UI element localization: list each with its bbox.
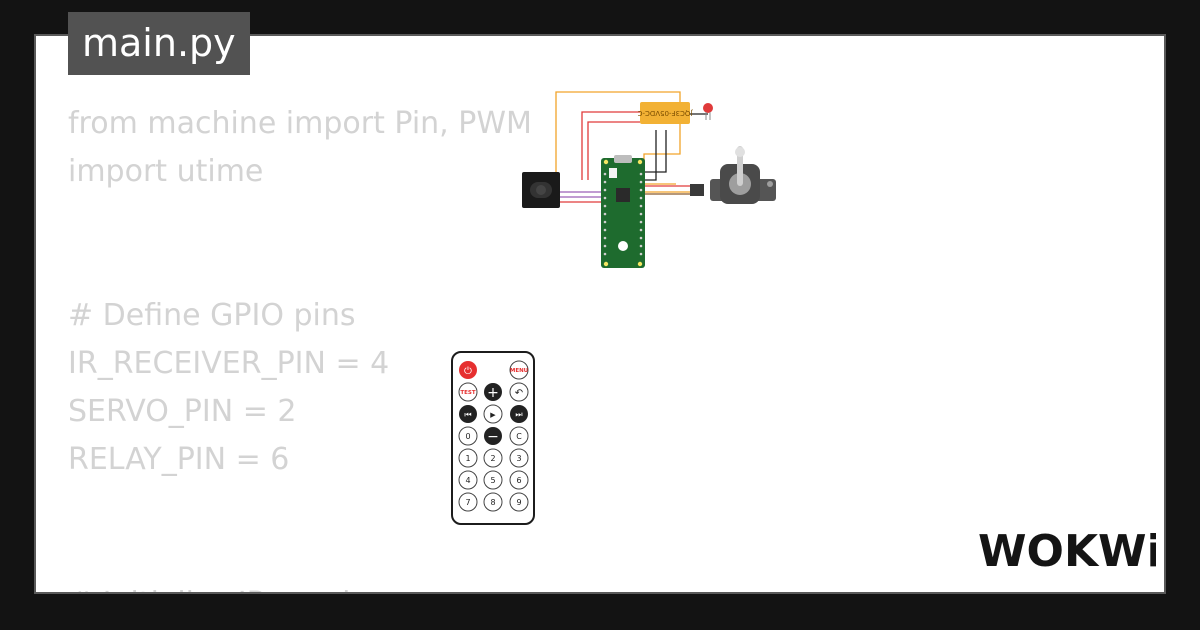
svg-text:↶: ↶ <box>515 388 523 399</box>
code-line <box>68 244 532 292</box>
remote-power-button[interactable]: ⏻ <box>459 361 477 379</box>
file-name-tab: main.py <box>68 12 250 75</box>
svg-text:TEST: TEST <box>460 390 475 396</box>
svg-text:6: 6 <box>516 476 521 485</box>
svg-text:C: C <box>516 432 522 441</box>
remote-digit-4-button[interactable]: 4 <box>458 470 478 490</box>
ir-receiver <box>522 172 560 208</box>
code-preview: from machine import Pin, PWM import utime… <box>68 100 532 592</box>
code-line <box>68 532 532 580</box>
remote-digit-1-button[interactable]: 1 <box>458 448 478 468</box>
remote-prev-button[interactable]: ⏮ <box>459 405 477 423</box>
servo-connector <box>690 184 704 196</box>
svg-text:5: 5 <box>490 476 495 485</box>
code-line: SERVO_PIN = 2 <box>68 394 297 429</box>
remote-digit-3-button[interactable]: 3 <box>509 448 529 468</box>
svg-text:▶: ▶ <box>490 411 496 419</box>
wokwi-logo-text: WOKWi <box>978 526 1156 577</box>
remote-menu-button[interactable]: MENU <box>509 360 529 380</box>
wokwi-logo: WOKWi <box>978 526 1156 577</box>
raspberry-logo-icon <box>618 241 628 251</box>
svg-text:9: 9 <box>516 498 521 507</box>
ir-remote: ⏻ MENU TEST + ↶ ⏮ <box>451 351 535 525</box>
remote-digit-8-button[interactable]: 8 <box>483 492 503 512</box>
code-line: IR_RECEIVER_PIN = 4 <box>68 346 390 381</box>
code-line: # Initialize IR receiver <box>68 580 532 592</box>
remote-digit-5-button[interactable]: 5 <box>483 470 503 490</box>
remote-clear-button[interactable]: C <box>509 426 529 446</box>
svg-text:4: 4 <box>465 476 470 485</box>
raspberry-pi-pico <box>601 155 645 268</box>
remote-digit-2-button[interactable]: 2 <box>483 448 503 468</box>
circuit-diagram: JQC3F-05VDC-C <box>522 91 776 268</box>
remote-back-button[interactable]: ↶ <box>509 382 529 402</box>
code-line: from machine import Pin, PWM <box>68 106 532 141</box>
svg-text:⏮: ⏮ <box>464 410 471 419</box>
remote-plus-button[interactable]: + <box>484 383 502 401</box>
remote-next-button[interactable]: ⏭ <box>510 405 528 423</box>
remote-play-button[interactable]: ▶ <box>483 404 503 424</box>
remote-digit-7-button[interactable]: 7 <box>458 492 478 512</box>
relay-label: JQC3F-05VDC-C <box>637 109 693 117</box>
remote-minus-button[interactable]: − <box>484 427 502 445</box>
remote-test-button[interactable]: TEST <box>458 382 478 402</box>
code-line <box>68 196 532 244</box>
svg-text:1: 1 <box>465 454 470 463</box>
led <box>703 103 713 120</box>
remote-digit-6-button[interactable]: 6 <box>509 470 529 490</box>
svg-text:2: 2 <box>490 454 495 463</box>
red-wire <box>587 121 640 180</box>
svg-text:0: 0 <box>465 432 470 441</box>
svg-text:−: − <box>487 429 499 445</box>
svg-text:+: + <box>487 385 499 401</box>
diagram-card: from machine import Pin, PWM import utime… <box>34 34 1166 594</box>
code-line: import utime <box>68 154 264 189</box>
svg-text:MENU: MENU <box>510 368 528 374</box>
svg-text:8: 8 <box>490 498 495 507</box>
remote-digit-9-button[interactable]: 9 <box>509 492 529 512</box>
code-line: RELAY_PIN = 6 <box>68 442 290 477</box>
remote-digit-0-button[interactable]: 0 <box>458 426 478 446</box>
svg-text:⏻: ⏻ <box>464 366 472 377</box>
servo <box>710 146 776 204</box>
svg-text:⏭: ⏭ <box>515 410 522 419</box>
svg-text:3: 3 <box>516 454 521 463</box>
svg-text:7: 7 <box>465 498 470 507</box>
code-line: # Define GPIO pins <box>68 298 356 333</box>
relay-module: JQC3F-05VDC-C <box>637 102 693 124</box>
